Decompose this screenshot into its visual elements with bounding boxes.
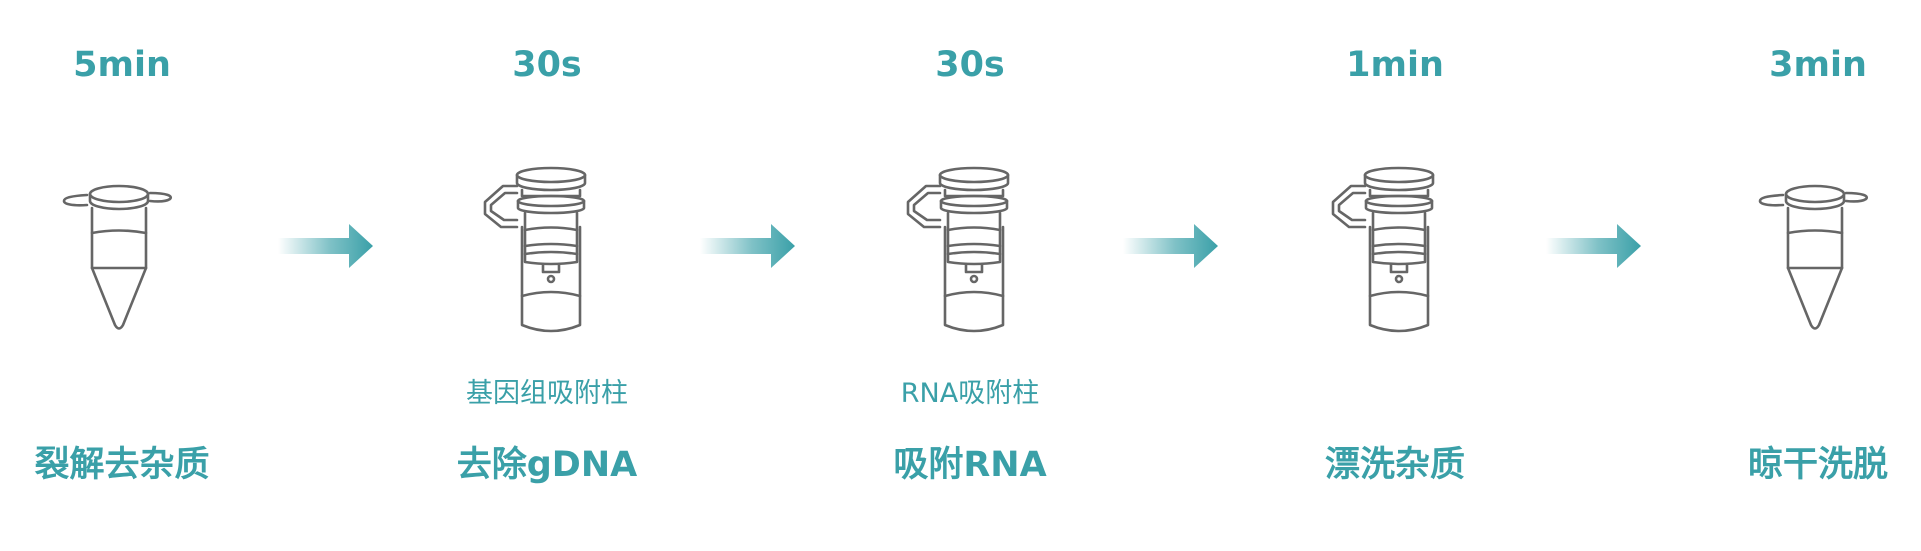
spin-column-icon (483, 166, 587, 333)
step-5: 3min 晾干洗脱 (1668, 0, 1921, 551)
step-label: 晾干洗脱 (1747, 445, 1888, 485)
arrow-right-icon (1546, 224, 1641, 268)
step-time: 1min (1346, 45, 1444, 85)
step-sublabel: RNA吸附柱 (900, 378, 1040, 409)
step-time: 30s (935, 45, 1005, 85)
arrow-right-icon (700, 224, 795, 268)
step-1: 5min 裂解去杂质 (0, 0, 272, 551)
microcentrifuge-tube-icon (62, 184, 172, 330)
step-2: 30s 基因组吸附柱 去除gDNA (397, 0, 697, 551)
step-time: 3min (1769, 45, 1867, 85)
spin-column-icon (906, 166, 1010, 333)
step-label: 漂洗杂质 (1324, 445, 1465, 485)
microcentrifuge-tube-icon (1758, 184, 1868, 330)
step-sublabel: 基因组吸附柱 (466, 378, 628, 409)
step-label: 裂解去杂质 (34, 445, 210, 485)
step-3: 30s RNA吸附柱 吸附RNA (820, 0, 1120, 551)
step-time: 5min (73, 45, 171, 85)
spin-column-icon (1331, 166, 1435, 333)
arrow-right-icon (278, 224, 373, 268)
step-4: 1min 漂洗杂质 (1245, 0, 1545, 551)
step-label: 去除gDNA (456, 445, 638, 485)
arrow-right-icon (1123, 224, 1218, 268)
step-label: 吸附RNA (893, 445, 1047, 485)
step-time: 30s (512, 45, 582, 85)
